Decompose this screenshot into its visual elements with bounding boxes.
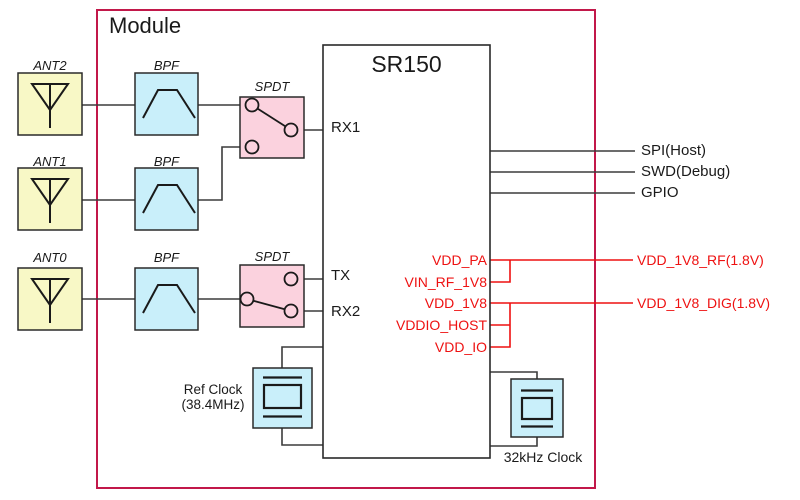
switch-label-spdt-rx: SPDT <box>254 79 290 94</box>
filter-label-bpf-ant2: BPF <box>153 58 180 73</box>
bandpass-icon <box>142 89 196 119</box>
antenna-label-ant1: ANT1 <box>33 154 67 169</box>
pin-label-vddio-host: VDDIO_HOST <box>395 317 487 333</box>
rtcclock-wire-top <box>490 371 538 379</box>
sr150-chip-block <box>322 44 491 459</box>
power-nets <box>490 259 633 348</box>
vin-rf-1v8-net <box>490 260 511 283</box>
crystal-icon <box>262 376 303 418</box>
pin-label-vdd-pa: VDD_PA <box>432 252 487 268</box>
chip-title: SR150 <box>371 51 442 77</box>
spdt-rx-block <box>239 96 305 159</box>
pin-label-vdd-1v8: VDD_1V8 <box>424 295 487 311</box>
rtc-clock-label: 32kHz Clock <box>503 449 583 465</box>
antenna-icon <box>30 83 70 128</box>
signal-wires <box>82 104 635 447</box>
antenna-ant2-block <box>17 72 83 136</box>
pin-label-rx2: RX2 <box>331 303 361 320</box>
pin-label-tx: TX <box>331 267 351 284</box>
antenna-label-ant0: ANT0 <box>33 250 67 265</box>
pin-label-rx1: RX1 <box>331 119 361 136</box>
spdt-txrx-block <box>239 264 305 328</box>
signal-label-gpio: GPIO <box>641 184 679 201</box>
rtcclock-wire-bottom <box>490 437 538 447</box>
ref-clock-crystal-block <box>252 367 313 429</box>
bandpass-icon <box>142 284 196 314</box>
bpf-blocks <box>134 72 199 331</box>
bpf-ant1-block <box>134 167 199 231</box>
module-boundary <box>96 9 596 489</box>
module-title: Module <box>109 13 182 38</box>
rail-label-vdd-1v8-dig: VDD_1V8_DIG(1.8V) <box>637 295 771 311</box>
crystal-icon <box>520 389 554 428</box>
pin-label-vin-rf-1v8: VIN_RF_1V8 <box>404 274 487 290</box>
bpf-ant2-block <box>134 72 199 136</box>
antenna-icon <box>30 278 70 323</box>
antenna-ant1-block <box>17 167 83 231</box>
ref-clock-frequency: (38.4MHz) <box>181 397 245 412</box>
filter-label-bpf-ant0: BPF <box>153 250 180 265</box>
antenna-blocks <box>17 72 83 331</box>
antenna-icon <box>30 178 70 223</box>
vdd-io-net <box>490 303 511 348</box>
switch-label-spdt-txrx: SPDT <box>254 249 290 264</box>
bpf-ant0-block <box>134 267 199 331</box>
refclock-wire-top <box>281 346 323 368</box>
spdt-switch-icon <box>244 97 299 155</box>
antenna-label-ant2: ANT2 <box>33 58 67 73</box>
signal-label-swd: SWD(Debug) <box>641 163 731 180</box>
ref-clock-name: Ref Clock <box>183 382 243 397</box>
antenna-ant0-block <box>17 267 83 331</box>
bandpass-icon <box>142 184 196 214</box>
signal-label-spi: SPI(Host) <box>641 142 707 159</box>
pin-label-vdd-io: VDD_IO <box>434 339 487 355</box>
spdt-switch-icon <box>239 271 299 319</box>
rtc-clock-crystal-block <box>510 378 564 438</box>
refclock-wire-bottom <box>281 428 323 446</box>
rail-label-vdd-1v8-rf: VDD_1V8_RF(1.8V) <box>637 252 764 268</box>
filter-label-bpf-ant1: BPF <box>153 154 180 169</box>
